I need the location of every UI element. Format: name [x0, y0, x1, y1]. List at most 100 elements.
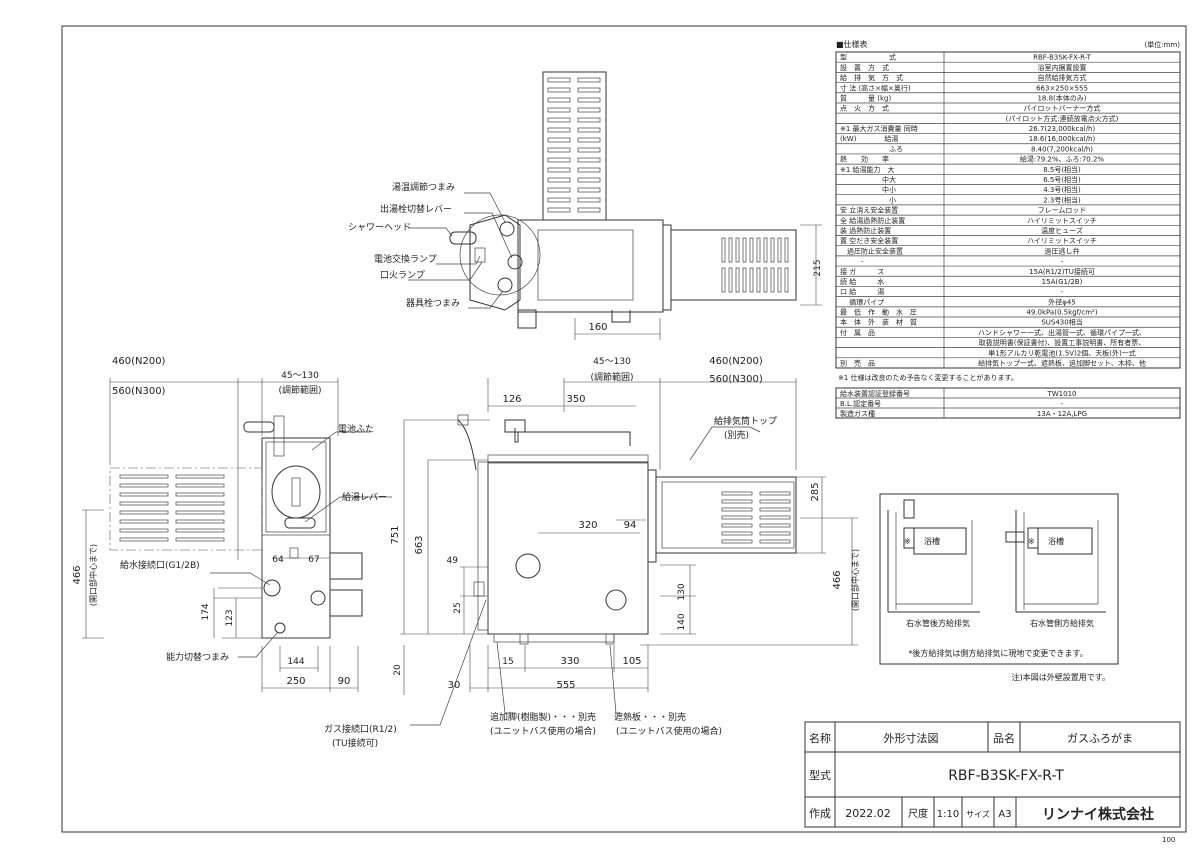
side-lever: [284, 517, 316, 529]
spec-row-value: 15A(R1/2)TU接続可: [1029, 267, 1095, 276]
label-title_block-model_label: 型式: [809, 768, 831, 782]
label-title_block-date: 2022.02: [845, 807, 891, 820]
label-top_view-labels-temp_knob: 湯温調節つまみ: [392, 181, 455, 193]
spec-row-value: (パイロット方式:連続放電点火方式): [1006, 114, 1119, 123]
cert-table: [835, 387, 1181, 419]
spec-row-value: ハイリミットスイッチ: [1027, 237, 1097, 245]
side-body: [261, 437, 331, 639]
spec-row-label: 付 属 品: [840, 328, 875, 337]
label-front_view-labels-unit_bath2: (ユニットバス使用の場合): [616, 725, 722, 737]
spec-row-value: 過圧逃し弁: [1045, 246, 1080, 255]
label-side_view-labels-hot_lever: 給湯レバー: [342, 491, 387, 503]
cert-row-value: -: [1061, 400, 1064, 408]
label-front_view-labels-tu: (TU接続可): [332, 737, 378, 749]
label-front_view-labels-gas_inlet: ガス接続口(R1/2): [324, 723, 397, 735]
inlet-fitting-top: [517, 309, 537, 329]
side-fitting: [310, 590, 326, 606]
temperature-knob-top: [499, 221, 515, 237]
front-circle-2: [605, 589, 627, 611]
body-top-inner: [537, 229, 634, 301]
spec-row-value: パイロットバーナー方式: [1024, 104, 1101, 113]
spec-row-value: フレームロッド: [1038, 207, 1087, 215]
install-side: [1005, 510, 1106, 613]
spec-row-value: 給排気トップ一式、遮熱板、追加脚セット、木枠、他: [978, 359, 1146, 368]
shower-head-top: [449, 231, 477, 245]
spec-row-label: 別 売 品: [840, 359, 875, 368]
side-flue-outline: [109, 467, 263, 551]
exhaust-box-top: [670, 229, 797, 301]
body-top: [517, 219, 664, 313]
label-front_view-dims-d140: 140: [677, 613, 687, 630]
label-install-note: *後方給排気は側方給排気に現地で変更できます。: [908, 648, 1087, 658]
label-front_view-dims-d30: 30: [448, 680, 461, 691]
spec-row-label: 続 給 水: [840, 277, 884, 286]
label-front_view-dims-d285: 285: [810, 482, 821, 501]
label-side_view-dims-adj: 45～130: [281, 371, 319, 381]
label-front_view-dims-d94: 94: [624, 520, 637, 531]
flange-top: [662, 224, 672, 311]
cert-row-label: 製造ガス種: [840, 409, 875, 418]
label-front_view-dims-adj: 45～130: [593, 357, 631, 367]
spec-row-value: 26.7(23,000kcal/h): [1029, 125, 1096, 133]
side-capacity-knob: [274, 622, 286, 634]
spec-row-value: 温度ヒューズ: [1041, 226, 1083, 235]
spec-row-value: 取扱説明書(保証書付)、設置工事説明書、所有者票、: [979, 338, 1145, 347]
spec-row-value: 給湯:79.2%、ふろ:70.2%: [1020, 155, 1105, 164]
label-front_view-dims-adj_range: (調節範囲): [590, 371, 633, 383]
label-front_view-dims-d466: 466: [832, 570, 843, 589]
spec-row-value: 15A(G1/2B): [1042, 278, 1083, 286]
label-title_block-product_label: 品名: [993, 731, 1015, 745]
label-front_view-dims-d20: 20: [393, 664, 403, 676]
label-top_view-labels-battery_lamp: 電池交換ランプ: [374, 253, 437, 265]
side-lower-panel: [261, 534, 331, 639]
label-title_block-company: リンナイ株式会社: [1042, 806, 1154, 823]
spec-row-label: 設 置 方 式: [840, 63, 889, 72]
spec-row-value: 18.8(本体のみ): [1037, 93, 1086, 102]
spec-row-value: ハンドシャワー一式、出湯管一式、循環パイプ一式、: [978, 328, 1146, 337]
page-number: 100: [1162, 836, 1175, 844]
label-title_block-size: A3: [998, 809, 1011, 820]
spec-row-label: 型 式: [840, 53, 896, 62]
label-title_block-scale_label: 尺度: [908, 807, 928, 820]
label-front_view-dims-d663: 663: [414, 535, 425, 554]
label-side_view-labels-opening_center: (開口部中心まで): [88, 544, 98, 606]
label-front_view-dims-n200: 460(N200): [709, 356, 763, 367]
side-pipe-upper: [329, 552, 363, 580]
sheet-border: [61, 25, 1187, 833]
battery-lamp-top: [474, 247, 486, 263]
spec-row-label: 循環パイプ: [840, 297, 884, 306]
label-title_block-made_label: 作成: [809, 807, 831, 820]
label-front_view-labels-flue_top: 給排気筒トップ: [714, 415, 777, 427]
install-diagrams: [879, 493, 1119, 665]
spec-row-value: 浴室内据置設置: [1038, 63, 1087, 72]
spec-row-label: 質 量 (kg): [840, 93, 891, 102]
label-side_view-dims-n300: 560(N300): [112, 386, 166, 397]
label-front_view-dims-d555: 555: [556, 680, 575, 691]
spec-row-label: 点 火 方 式: [840, 104, 889, 113]
label-top_view-dims-d160: 160: [588, 322, 607, 333]
label-install-wall_note: 注)本図は外壁設置用です。: [1012, 672, 1110, 682]
spec-row-label: 寸 法 (高さ×幅×奥行): [840, 83, 911, 92]
label-install-tub: 浴槽: [924, 536, 940, 546]
spec-row-value: -: [1061, 258, 1064, 266]
label-front_view-dims-d15: 15: [502, 657, 513, 667]
label-install-side_label: 右水管側方給排気: [1030, 618, 1094, 628]
front-exhaust-box: [655, 476, 797, 554]
label-side_view-dims-d144: 144: [287, 657, 304, 667]
spec-table: [835, 51, 1181, 419]
control-panel-top: [469, 214, 521, 311]
install-rear: [887, 499, 980, 613]
label-install-rear_label: 右水管後方給排気: [906, 618, 970, 628]
spec-row-value: 2.3号(相当): [1043, 195, 1081, 204]
cert-row-label: 給水装置認証登録番号: [840, 389, 910, 398]
spec-row-value: 外径φ45: [1048, 297, 1076, 306]
front-handle-pipe: [514, 428, 631, 446]
label-front_view-labels-add_leg: 追加脚(樹脂製)・・・別売: [490, 711, 596, 723]
label-title_block-name_label: 名称: [809, 731, 831, 745]
spec-row-value: 4.3号(相当): [1043, 185, 1081, 194]
spec-row-label: 過圧防止安全装置: [840, 246, 903, 255]
label-title_block-size_label: サイズ: [966, 809, 990, 819]
label-title_block-model_value: RBF-B3SK-FX-R-T: [948, 768, 1064, 784]
label-side_view-labels-battery_cover: 電池ふた: [338, 423, 374, 435]
